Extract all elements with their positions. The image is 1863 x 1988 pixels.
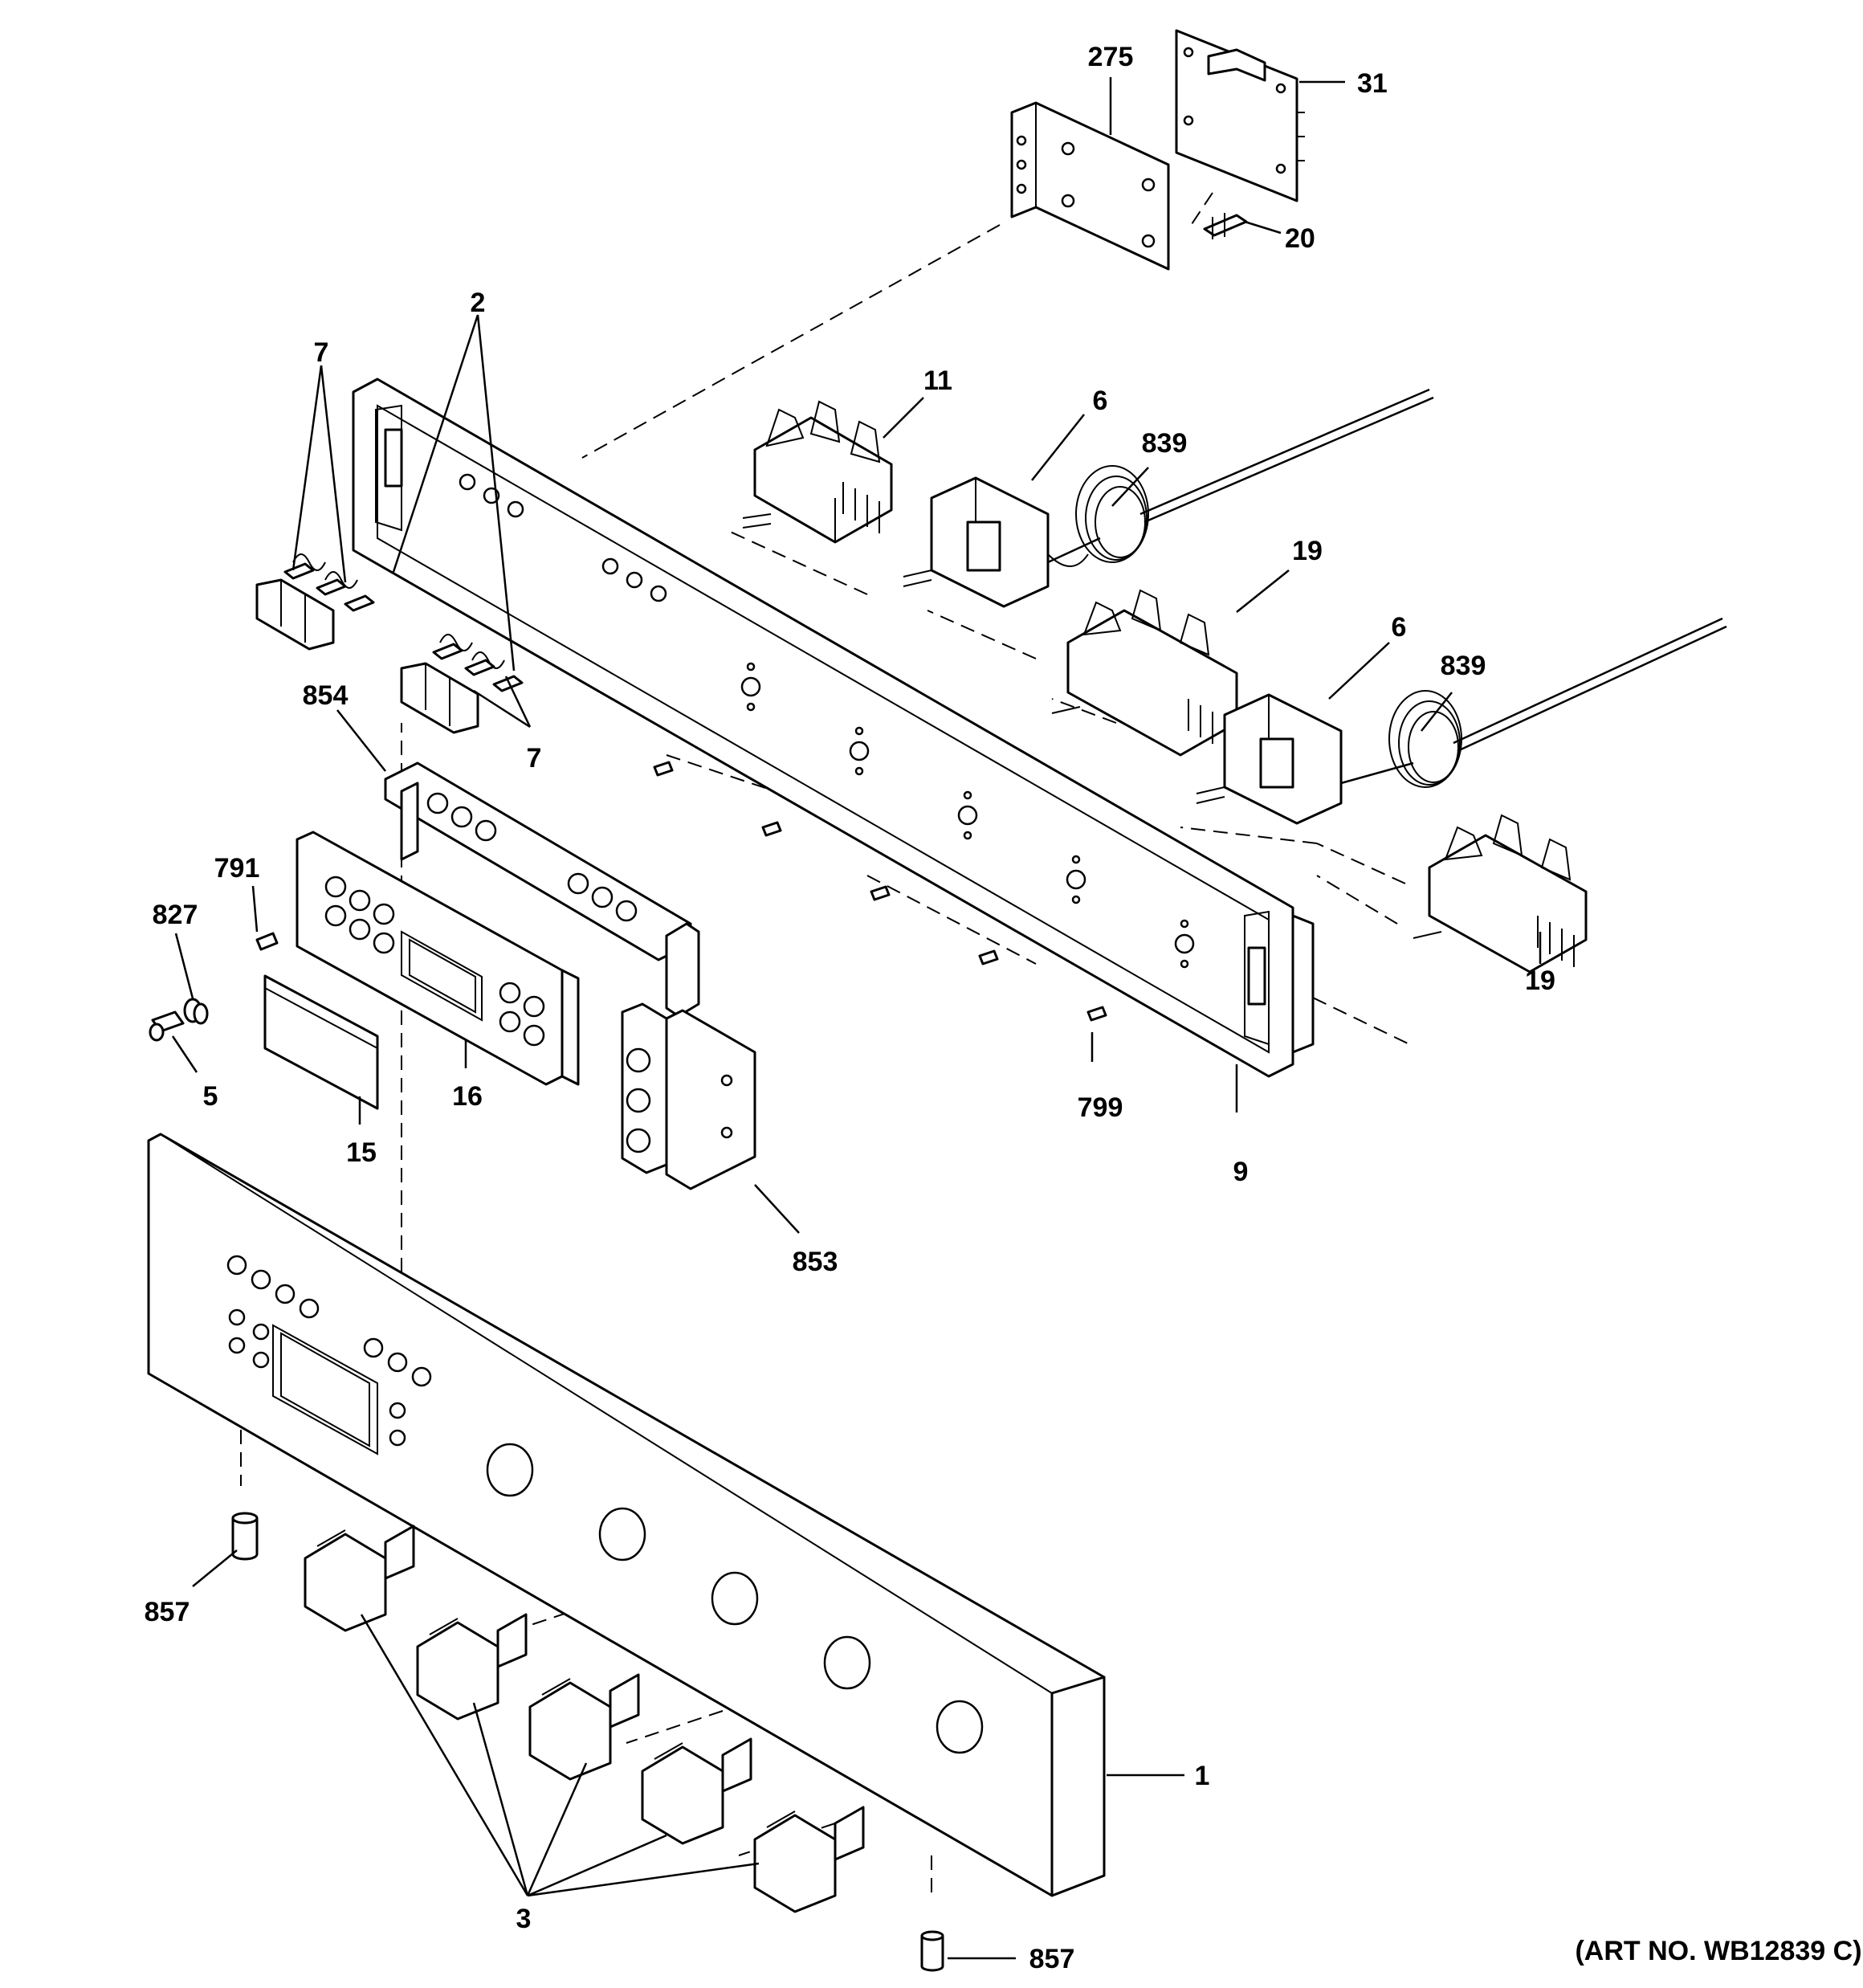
selector-switch-11	[742, 400, 893, 544]
label-857-bottom: 857	[1029, 1944, 1075, 1974]
label-854: 854	[303, 680, 349, 711]
label-1: 1	[1195, 1761, 1210, 1791]
label-857-left: 857	[145, 1597, 190, 1627]
small-parts-827-5-791	[149, 932, 279, 1042]
knob	[753, 1806, 865, 1913]
control-panel-frame-9	[352, 378, 1315, 1078]
label-19-lower: 19	[1525, 965, 1555, 996]
spacers-857	[231, 1512, 944, 1972]
label-11: 11	[923, 365, 952, 396]
selector-switch-19-lower	[1413, 814, 1588, 974]
label-20: 20	[1285, 223, 1315, 254]
switch-assembly-7-lower	[400, 634, 524, 734]
label-9: 9	[1233, 1157, 1249, 1187]
leader-lines	[171, 77, 1542, 1960]
art-number: (ART NO. WB12839 C)	[1575, 1936, 1861, 1966]
front-control-panel-1	[147, 1133, 1106, 1897]
label-6-lower: 6	[1392, 612, 1407, 643]
label-31: 31	[1357, 68, 1388, 99]
knobs-3	[304, 1525, 865, 1913]
overlay-15	[263, 974, 379, 1110]
display-board-16	[296, 831, 580, 1086]
bracket-854	[384, 761, 700, 1018]
label-7-upper: 7	[314, 337, 329, 368]
label-839-upper: 839	[1142, 428, 1188, 459]
label-791: 791	[214, 853, 260, 884]
label-3: 3	[516, 1904, 532, 1934]
capillary-839-upper	[1047, 388, 1434, 564]
thermostat-6-upper	[903, 476, 1089, 608]
label-275: 275	[1088, 42, 1134, 72]
label-6-upper: 6	[1093, 386, 1108, 416]
label-16: 16	[452, 1081, 483, 1112]
label-799: 799	[1078, 1092, 1123, 1123]
knob	[416, 1613, 528, 1721]
bracket-853	[621, 1002, 756, 1190]
label-839-lower: 839	[1441, 651, 1486, 681]
label-5: 5	[203, 1081, 218, 1112]
selector-switch-19-upper	[1051, 589, 1238, 757]
switch-assembly-7-upper	[255, 553, 375, 651]
capillary-839-lower	[1340, 617, 1727, 788]
clip-20	[1203, 213, 1248, 239]
knob	[304, 1525, 415, 1632]
label-15: 15	[346, 1137, 377, 1168]
label-827: 827	[153, 900, 198, 930]
knob	[641, 1737, 752, 1845]
panel-screws	[653, 761, 1107, 1022]
label-7-lower: 7	[527, 743, 542, 774]
control-board-31	[1175, 29, 1305, 202]
part-labels: 275 31 20 2 7 7 11 6 839 19 6 839 19 854…	[145, 42, 1862, 1974]
label-19-upper: 19	[1292, 536, 1323, 566]
label-853: 853	[793, 1247, 838, 1277]
bracket-275	[1010, 101, 1170, 271]
knob	[528, 1673, 640, 1781]
label-2: 2	[471, 288, 486, 318]
thermostat-6-lower	[1196, 693, 1343, 825]
